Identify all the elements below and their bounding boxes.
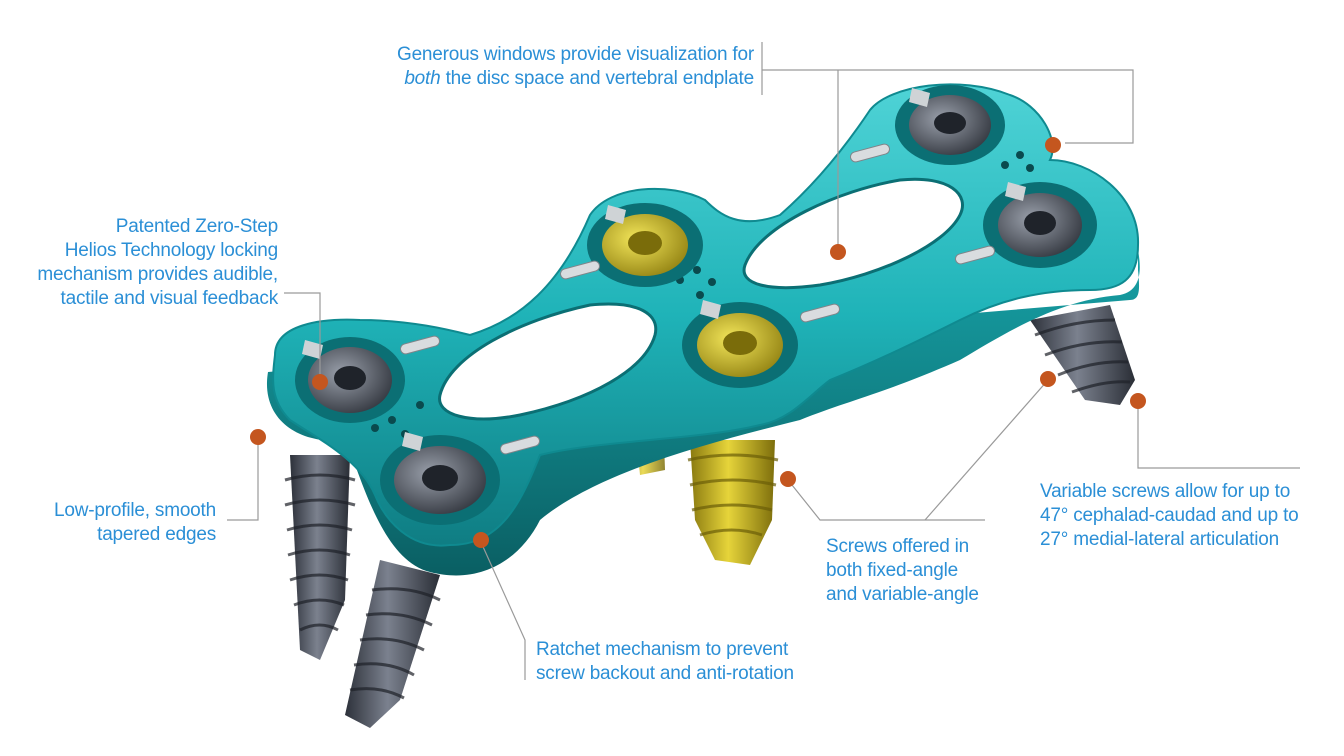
callout-ratchet-line: Ratchet mechanism to prevent <box>536 639 789 660</box>
callout-dot-windows-right <box>1045 137 1061 153</box>
callout-screws-offered: Screws offered in both fixed-angle and v… <box>826 535 1006 607</box>
callout-dot-variable-1 <box>1040 371 1056 387</box>
callout-windows-line1: Generous windows provide visualization f… <box>396 44 754 65</box>
screw-variable-left-2 <box>345 560 441 728</box>
callout-windows-emphasis: both <box>404 68 441 89</box>
callout-variable-line: 47° cephalad-caudad and up to <box>1040 505 1299 526</box>
callout-edges-line: Low-profile, smooth <box>54 500 216 521</box>
screw-variable-right <box>1030 305 1135 405</box>
callout-ratchet: Ratchet mechanism to prevent screw backo… <box>536 638 836 686</box>
callout-screws-offered-line: Screws offered in <box>826 536 970 557</box>
screw-variable-left-1 <box>284 455 356 660</box>
window-right <box>742 177 964 290</box>
lock-tabs <box>400 143 995 455</box>
screw-head-fixed-bottom <box>682 300 798 388</box>
callout-windows-line2: both the disc space and vertebral endpla… <box>372 67 754 91</box>
callout-dot-screws-offered <box>780 471 796 487</box>
screw-head-right-top <box>895 85 1005 165</box>
window-left <box>438 302 658 421</box>
callout-windows-line2-rest: the disc space and vertebral endplate <box>440 68 755 89</box>
callout-dot-variable-2 <box>1130 393 1146 409</box>
callout-locking-line: Helios Technology locking <box>64 240 278 261</box>
callout-dot-windows-center <box>830 244 846 260</box>
screw-fixed-center <box>687 440 779 565</box>
callout-dots <box>250 137 1146 548</box>
callout-screws-offered-line: and variable-angle <box>826 584 979 605</box>
callout-locking-line: Patented Zero-Step <box>115 216 278 237</box>
callout-variable-line: 27° medial-lateral articulation <box>1040 529 1280 550</box>
callout-edges: Low-profile, smooth tapered edges <box>20 499 216 547</box>
leader-lines <box>227 42 1300 680</box>
callout-dot-locking <box>312 374 328 390</box>
callout-locking: Patented Zero-Step Helios Technology loc… <box>20 215 278 311</box>
callout-edges-line: tapered edges <box>97 524 216 545</box>
callout-dot-ratchet <box>473 532 489 548</box>
callout-variable-line: Variable screws allow for up to <box>1040 481 1291 502</box>
callout-variable: Variable screws allow for up to 47° ceph… <box>1040 480 1340 552</box>
callout-locking-line: mechanism provides audible, <box>37 264 278 285</box>
callout-screws-offered-line: both fixed-angle <box>826 560 959 581</box>
screw-head-left-bottom <box>380 432 500 525</box>
screw-head-left-top <box>295 337 405 423</box>
callout-dot-edges <box>250 429 266 445</box>
callout-locking-line: tactile and visual feedback <box>60 288 279 309</box>
callout-ratchet-line: screw backout and anti-rotation <box>536 663 794 684</box>
callout-windows: Generous windows provide visualization f… <box>372 43 754 91</box>
screw-head-fixed-top <box>587 203 703 287</box>
screw-head-right-bottom <box>983 182 1097 268</box>
